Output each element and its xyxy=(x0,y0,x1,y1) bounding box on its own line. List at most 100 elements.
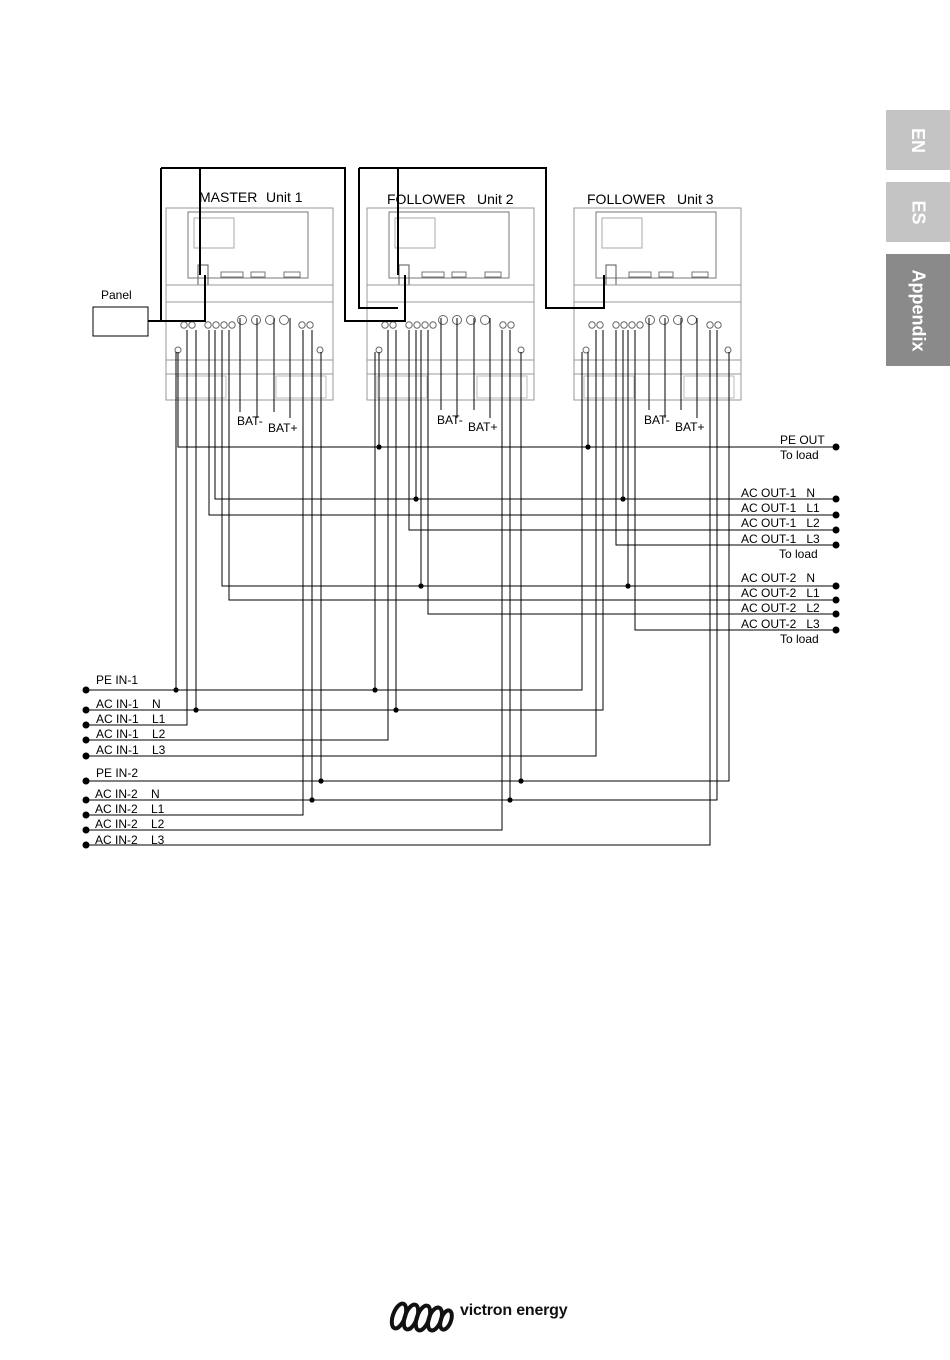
unit-3-bat-neg: BAT- xyxy=(644,413,670,427)
unit-3-name: Unit 3 xyxy=(677,191,714,207)
input-terminal-dot xyxy=(82,721,90,729)
comm-port xyxy=(605,264,617,286)
terminal-screw xyxy=(620,321,628,329)
ac-out-2-l1-label: AC OUT-2 L1 xyxy=(741,586,820,600)
inverter-units xyxy=(165,207,742,401)
ac-out-1-n-label: AC OUT-1 N xyxy=(741,486,815,500)
battery-stud xyxy=(673,315,683,325)
terminal-screw xyxy=(298,321,306,329)
unit-2-role: FOLLOWER xyxy=(387,191,466,207)
terminal-screw xyxy=(204,321,212,329)
junction-dot xyxy=(173,687,179,693)
ac-in-1-l3-label: AC IN-1 L3 xyxy=(96,743,166,757)
unit-2-body xyxy=(366,207,535,401)
ac-out-1-l1-label: AC OUT-1 L1 xyxy=(741,501,820,515)
connector xyxy=(658,271,674,278)
unit-1-role: MASTER xyxy=(199,189,257,205)
to-load-label-2: To load xyxy=(779,547,818,561)
terminal-screw xyxy=(429,321,437,329)
terminal-screw xyxy=(714,321,722,329)
tab-appendix[interactable]: Appendix xyxy=(886,254,950,366)
ac-in-1-n-label: AC IN-1 N xyxy=(96,697,161,711)
battery-stud xyxy=(645,315,655,325)
control-board xyxy=(388,211,510,279)
follower2-bus xyxy=(358,168,398,309)
tab-appendix-label: Appendix xyxy=(908,268,929,352)
junction-dot xyxy=(620,496,626,502)
follower2-to-follower3-cable xyxy=(359,167,605,309)
ac-out-2-n-label: AC OUT-2 N xyxy=(741,571,815,585)
input-terminal-dot xyxy=(82,841,90,849)
battery-stud xyxy=(438,315,448,325)
panel-label: Panel xyxy=(101,288,132,302)
brand-name: victron energy xyxy=(460,1302,568,1319)
ground-screw xyxy=(724,346,732,354)
input-terminal-dot xyxy=(82,752,90,760)
terminal-cover xyxy=(175,375,227,399)
battery-stud xyxy=(279,315,289,325)
terminal-screw xyxy=(188,321,196,329)
board-chip xyxy=(601,217,643,249)
junction-dot xyxy=(318,778,324,784)
output-terminal-dot xyxy=(832,511,840,519)
tab-en[interactable]: EN xyxy=(886,110,950,170)
battery-stud xyxy=(466,315,476,325)
terminal-screw xyxy=(507,321,515,329)
ac-in-2-n-label: AC IN-2 N xyxy=(95,787,160,801)
ac-in-1-l1-label: AC IN-1 L1 xyxy=(96,712,166,726)
pe-out-label: PE OUT xyxy=(780,433,825,447)
ac-in-1-l1-wire xyxy=(86,330,188,726)
junction-dot xyxy=(193,707,199,713)
battery-stud xyxy=(480,315,490,325)
junction-dot xyxy=(309,797,315,803)
pe-in-1-label: PE IN-1 xyxy=(96,673,138,687)
connector xyxy=(220,271,244,278)
ac-in-1-l2-wire xyxy=(86,330,389,741)
ac-out-2-l3-wire xyxy=(634,330,836,631)
panel-box xyxy=(92,306,149,337)
control-board xyxy=(595,211,717,279)
pe-in-2-label: PE IN-2 xyxy=(96,766,138,780)
connector xyxy=(628,271,652,278)
junction-dot xyxy=(413,496,419,502)
ac-out-1-l2-label: AC OUT-1 L2 xyxy=(741,516,820,530)
panel-to-master-cable xyxy=(148,275,206,322)
output-terminal-dot xyxy=(832,610,840,618)
terminal-screw xyxy=(499,321,507,329)
unit-3-bat-pos: BAT+ xyxy=(675,420,704,434)
panel-feed-cable xyxy=(148,168,162,322)
ac-in-2-n-wire xyxy=(86,330,718,801)
tab-es[interactable]: ES xyxy=(886,182,950,242)
terminal-cover xyxy=(583,375,635,399)
output-terminal-dot xyxy=(832,495,840,503)
unit-2-name: Unit 2 xyxy=(477,191,514,207)
battery-stud xyxy=(687,315,697,325)
ac-out-1-l3-label: AC OUT-1 L3 xyxy=(741,532,820,546)
terminal-screw xyxy=(405,321,413,329)
output-terminal-dot xyxy=(832,626,840,634)
unit-frame xyxy=(573,207,742,401)
ac-out-1-n-unit1-wire xyxy=(214,330,836,500)
terminal-screw xyxy=(612,321,620,329)
input-terminal-dot xyxy=(82,796,90,804)
ac-out-2-l2-label: AC OUT-2 L2 xyxy=(741,601,820,615)
to-load-label-3: To load xyxy=(780,632,819,646)
ac-in-2-l1-wire xyxy=(86,330,304,816)
terminal-screw xyxy=(381,321,389,329)
ac-out-1-l2-wire xyxy=(408,330,836,531)
junction-dot xyxy=(372,687,378,693)
junction-dot xyxy=(518,778,524,784)
connector xyxy=(250,271,266,278)
ground-screw xyxy=(316,346,324,354)
connector xyxy=(283,271,301,278)
terminal-screw xyxy=(413,321,421,329)
terminal-cover xyxy=(376,375,428,399)
unit-frame xyxy=(366,207,535,401)
footer-brand: victron energy xyxy=(388,1300,568,1334)
unit-1-bat-pos: BAT+ xyxy=(268,421,297,435)
ac-in-2-l2-wire xyxy=(86,330,503,831)
input-terminal-dot xyxy=(82,777,90,785)
battery-stud xyxy=(659,315,669,325)
ac-in-1-l2-label: AC IN-1 L2 xyxy=(96,727,166,741)
ac-out-1-l3-wire xyxy=(615,330,836,546)
